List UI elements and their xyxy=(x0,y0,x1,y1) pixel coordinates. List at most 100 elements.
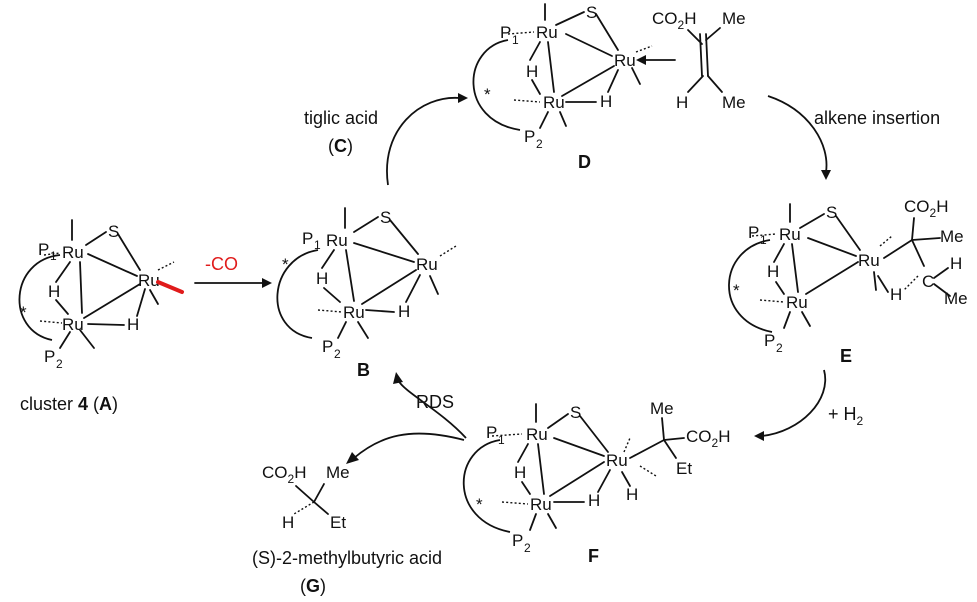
s-atom: S xyxy=(826,203,837,222)
label-E: E xyxy=(840,346,852,366)
svg-text:1: 1 xyxy=(760,233,767,247)
ru-atom: Ru xyxy=(62,243,84,262)
product-code: (G) xyxy=(300,576,326,596)
ru-atom: Ru xyxy=(530,495,552,514)
svg-text:1: 1 xyxy=(498,433,505,447)
me-group: Me xyxy=(722,93,746,112)
ru-atom: Ru xyxy=(543,93,565,112)
p2-atom: P xyxy=(512,531,523,550)
h-atom: H xyxy=(526,62,538,81)
p2-atom: P xyxy=(44,347,55,366)
p1-atom: P xyxy=(38,240,49,259)
chiral-star: * xyxy=(282,255,289,274)
s-atom: S xyxy=(380,208,391,227)
h-atom: H xyxy=(890,285,902,304)
svg-text:2: 2 xyxy=(524,541,531,555)
co2h-group: CO2H xyxy=(262,463,306,486)
me-group: Me xyxy=(940,227,964,246)
co2h-group: CO2H xyxy=(904,197,948,220)
h-atom: H xyxy=(48,282,60,301)
ru-atom: Ru xyxy=(62,315,84,334)
s-atom: S xyxy=(108,222,119,241)
ru-atom: Ru xyxy=(326,231,348,250)
svg-text:2: 2 xyxy=(776,341,783,355)
cluster-D: * P 1 Ru S Ru H Ru H P 2 D CO2H Me H Me xyxy=(472,3,746,172)
arrow-product-release xyxy=(346,432,465,464)
svg-text:1: 1 xyxy=(50,249,57,263)
rds-label: RDS xyxy=(416,392,454,412)
h-atom: H xyxy=(398,302,410,321)
svg-text:2: 2 xyxy=(536,137,543,151)
ru-atom: Ru xyxy=(536,23,558,42)
label-F: F xyxy=(588,546,599,566)
label-A: cluster 4 (A) xyxy=(20,394,118,414)
s-atom: S xyxy=(570,403,581,422)
co2h-group: CO2H xyxy=(686,427,730,450)
p2-atom: P xyxy=(524,127,535,146)
alkene-insertion-label: alkene insertion xyxy=(814,108,940,128)
tiglic-acid-code: (C) xyxy=(328,136,353,156)
chelate-arc xyxy=(728,239,773,333)
h-atom: H xyxy=(676,93,688,112)
chiral-star: * xyxy=(484,85,491,104)
ru-atom: Ru xyxy=(606,451,628,470)
chelate-arc xyxy=(18,254,61,341)
svg-text:2: 2 xyxy=(334,347,341,361)
h-atom: H xyxy=(767,262,779,281)
cluster-A: * P 1 Ru S Ru H Ru H P 2 cluster 4 (A) xyxy=(18,219,184,414)
ru-atom: Ru xyxy=(614,51,636,70)
h-atom: H xyxy=(127,315,139,334)
ru-atom: Ru xyxy=(526,425,548,444)
chiral-star: * xyxy=(476,495,483,514)
svg-text:1: 1 xyxy=(314,238,321,252)
p1-atom: P xyxy=(500,23,511,42)
cluster-B: * P 1 Ru S Ru H Ru H P 2 B xyxy=(276,207,457,380)
ru-atom: Ru xyxy=(138,271,160,290)
chiral-star: * xyxy=(20,303,27,322)
me-group: Me xyxy=(722,9,746,28)
arrow-rds: RDS xyxy=(393,372,467,439)
h-atom: H xyxy=(514,463,526,482)
plus-h2-label: + H2 xyxy=(828,404,864,428)
chelate-arc xyxy=(462,439,511,533)
product-name: (S)-2-methylbutyric acid xyxy=(252,548,442,568)
p1-atom: P xyxy=(748,223,759,242)
ru-atom: Ru xyxy=(786,293,808,312)
p1-atom: P xyxy=(302,229,313,248)
me-group: Me xyxy=(326,463,350,482)
label-D: D xyxy=(578,152,591,172)
arrow-plus-h2: + H2 xyxy=(754,369,864,441)
h-atom: H xyxy=(316,269,328,288)
h-atom: H xyxy=(282,513,294,532)
svg-text:1: 1 xyxy=(512,33,519,47)
chiral-star: * xyxy=(733,281,740,300)
h-atom: H xyxy=(626,485,638,504)
tiglic-acid-label: tiglic acid xyxy=(304,108,378,128)
p2-atom: P xyxy=(764,331,775,350)
ru-atom: Ru xyxy=(858,251,880,270)
label-B: B xyxy=(357,360,370,380)
arrow-minus-co: -CO xyxy=(194,254,272,288)
s-atom: S xyxy=(586,3,597,22)
p2-atom: P xyxy=(322,337,333,356)
co2h-group: CO2H xyxy=(652,9,696,32)
chelate-arc xyxy=(472,39,521,131)
chelate-arc xyxy=(276,249,319,339)
arrow-alkene-insertion: alkene insertion xyxy=(767,95,940,180)
et-group: Et xyxy=(330,513,346,532)
arrow-tiglic-acid: tiglic acid (C) xyxy=(304,93,468,186)
p1-atom: P xyxy=(486,423,497,442)
ru-atom: Ru xyxy=(779,225,801,244)
me-group: Me xyxy=(650,399,674,418)
product-G: CO2H Me H Et (S)-2-methylbutyric acid (G… xyxy=(252,463,442,596)
minus-co-label: -CO xyxy=(205,254,238,274)
c-atom: C xyxy=(922,272,934,291)
me-group: Me xyxy=(944,289,968,308)
svg-text:2: 2 xyxy=(56,357,63,371)
ru-atom: Ru xyxy=(343,303,365,322)
h-atom: H xyxy=(950,254,962,273)
ru-atom: Ru xyxy=(416,255,438,274)
et-group: Et xyxy=(676,459,692,478)
cluster-E: * P 1 Ru S Ru H Ru P 2 C CO2H Me H xyxy=(728,197,968,366)
